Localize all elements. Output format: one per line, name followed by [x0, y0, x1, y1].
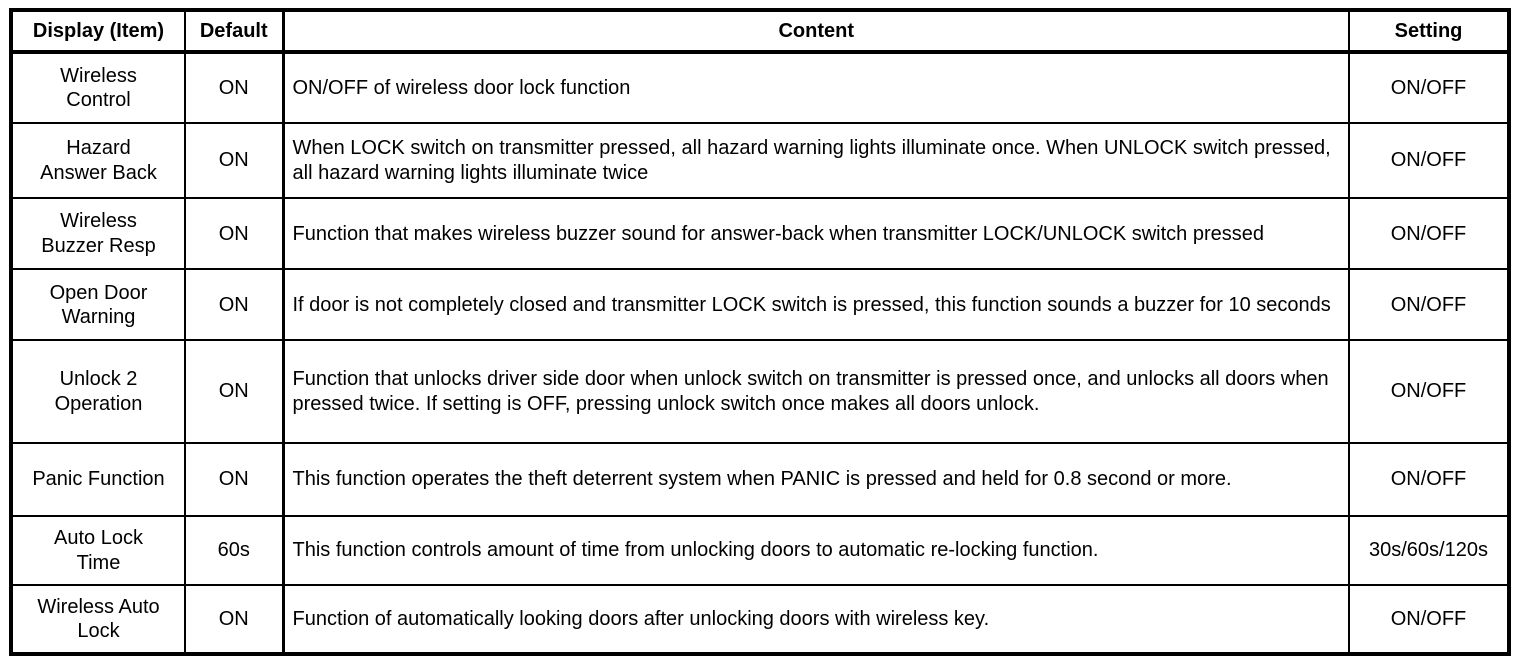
cell-content: If door is not completely closed and tra…	[281, 268, 1350, 342]
cell-display-item: Wireless Buzzer Resp	[10, 197, 186, 271]
cell-setting: ON/OFF	[1348, 50, 1510, 125]
header-default: Default	[184, 9, 284, 54]
table-row: Hazard Answer Back ON When LOCK switch o…	[10, 122, 1510, 200]
cell-display-item: Unlock 2 Operation	[10, 339, 186, 444]
cell-setting: ON/OFF	[1348, 268, 1510, 342]
cell-default: ON	[184, 122, 284, 200]
cell-default: 60s	[184, 515, 284, 586]
cell-default: ON	[184, 50, 284, 125]
cell-setting: ON/OFF	[1348, 441, 1510, 518]
table-row: Wireless Control ON ON/OFF of wireless d…	[10, 50, 1510, 125]
cell-default: ON	[184, 339, 284, 444]
cell-default: ON	[184, 268, 284, 342]
cell-display-item: Auto Lock Time	[10, 515, 186, 586]
cell-setting: 30s/60s/120s	[1348, 515, 1510, 586]
cell-display-item: Wireless Auto Lock	[10, 583, 186, 656]
cell-content: ON/OFF of wireless door lock function	[281, 50, 1350, 125]
cell-display-item: Hazard Answer Back	[10, 122, 186, 200]
cell-default: ON	[184, 197, 284, 271]
header-content: Content	[281, 9, 1350, 54]
cell-content: Function of automatically looking doors …	[281, 583, 1350, 656]
cell-setting: ON/OFF	[1348, 339, 1510, 444]
cell-content: This function controls amount of time fr…	[281, 515, 1350, 586]
table-body: Wireless Control ON ON/OFF of wireless d…	[10, 50, 1510, 656]
cell-content: When LOCK switch on transmitter pressed,…	[281, 122, 1350, 200]
wireless-door-lock-settings-table: Display (Item) Default Content Setting W…	[9, 8, 1511, 656]
table-row: Open Door Warning ON If door is not comp…	[10, 268, 1510, 342]
cell-content: Function that unlocks driver side door w…	[281, 339, 1350, 444]
cell-setting: ON/OFF	[1348, 197, 1510, 271]
cell-setting: ON/OFF	[1348, 122, 1510, 200]
header-setting: Setting	[1348, 9, 1510, 54]
table-row: Panic Function ON This function operates…	[10, 441, 1510, 518]
cell-display-item: Panic Function	[10, 441, 186, 518]
cell-content: Function that makes wireless buzzer soun…	[281, 197, 1350, 271]
cell-default: ON	[184, 583, 284, 656]
header-row: Display (Item) Default Content Setting	[10, 9, 1510, 54]
table-header: Display (Item) Default Content Setting	[10, 9, 1510, 54]
cell-display-item: Open Door Warning	[10, 268, 186, 342]
table-row: Wireless Buzzer Resp ON Function that ma…	[10, 197, 1510, 271]
cell-default: ON	[184, 441, 284, 518]
cell-setting: ON/OFF	[1348, 583, 1510, 656]
header-display-item: Display (Item)	[10, 9, 186, 54]
cell-content: This function operates the theft deterre…	[281, 441, 1350, 518]
table-row: Wireless Auto Lock ON Function of automa…	[10, 583, 1510, 656]
table-row: Unlock 2 Operation ON Function that unlo…	[10, 339, 1510, 444]
cell-display-item: Wireless Control	[10, 50, 186, 125]
table-row: Auto Lock Time 60s This function control…	[10, 515, 1510, 586]
